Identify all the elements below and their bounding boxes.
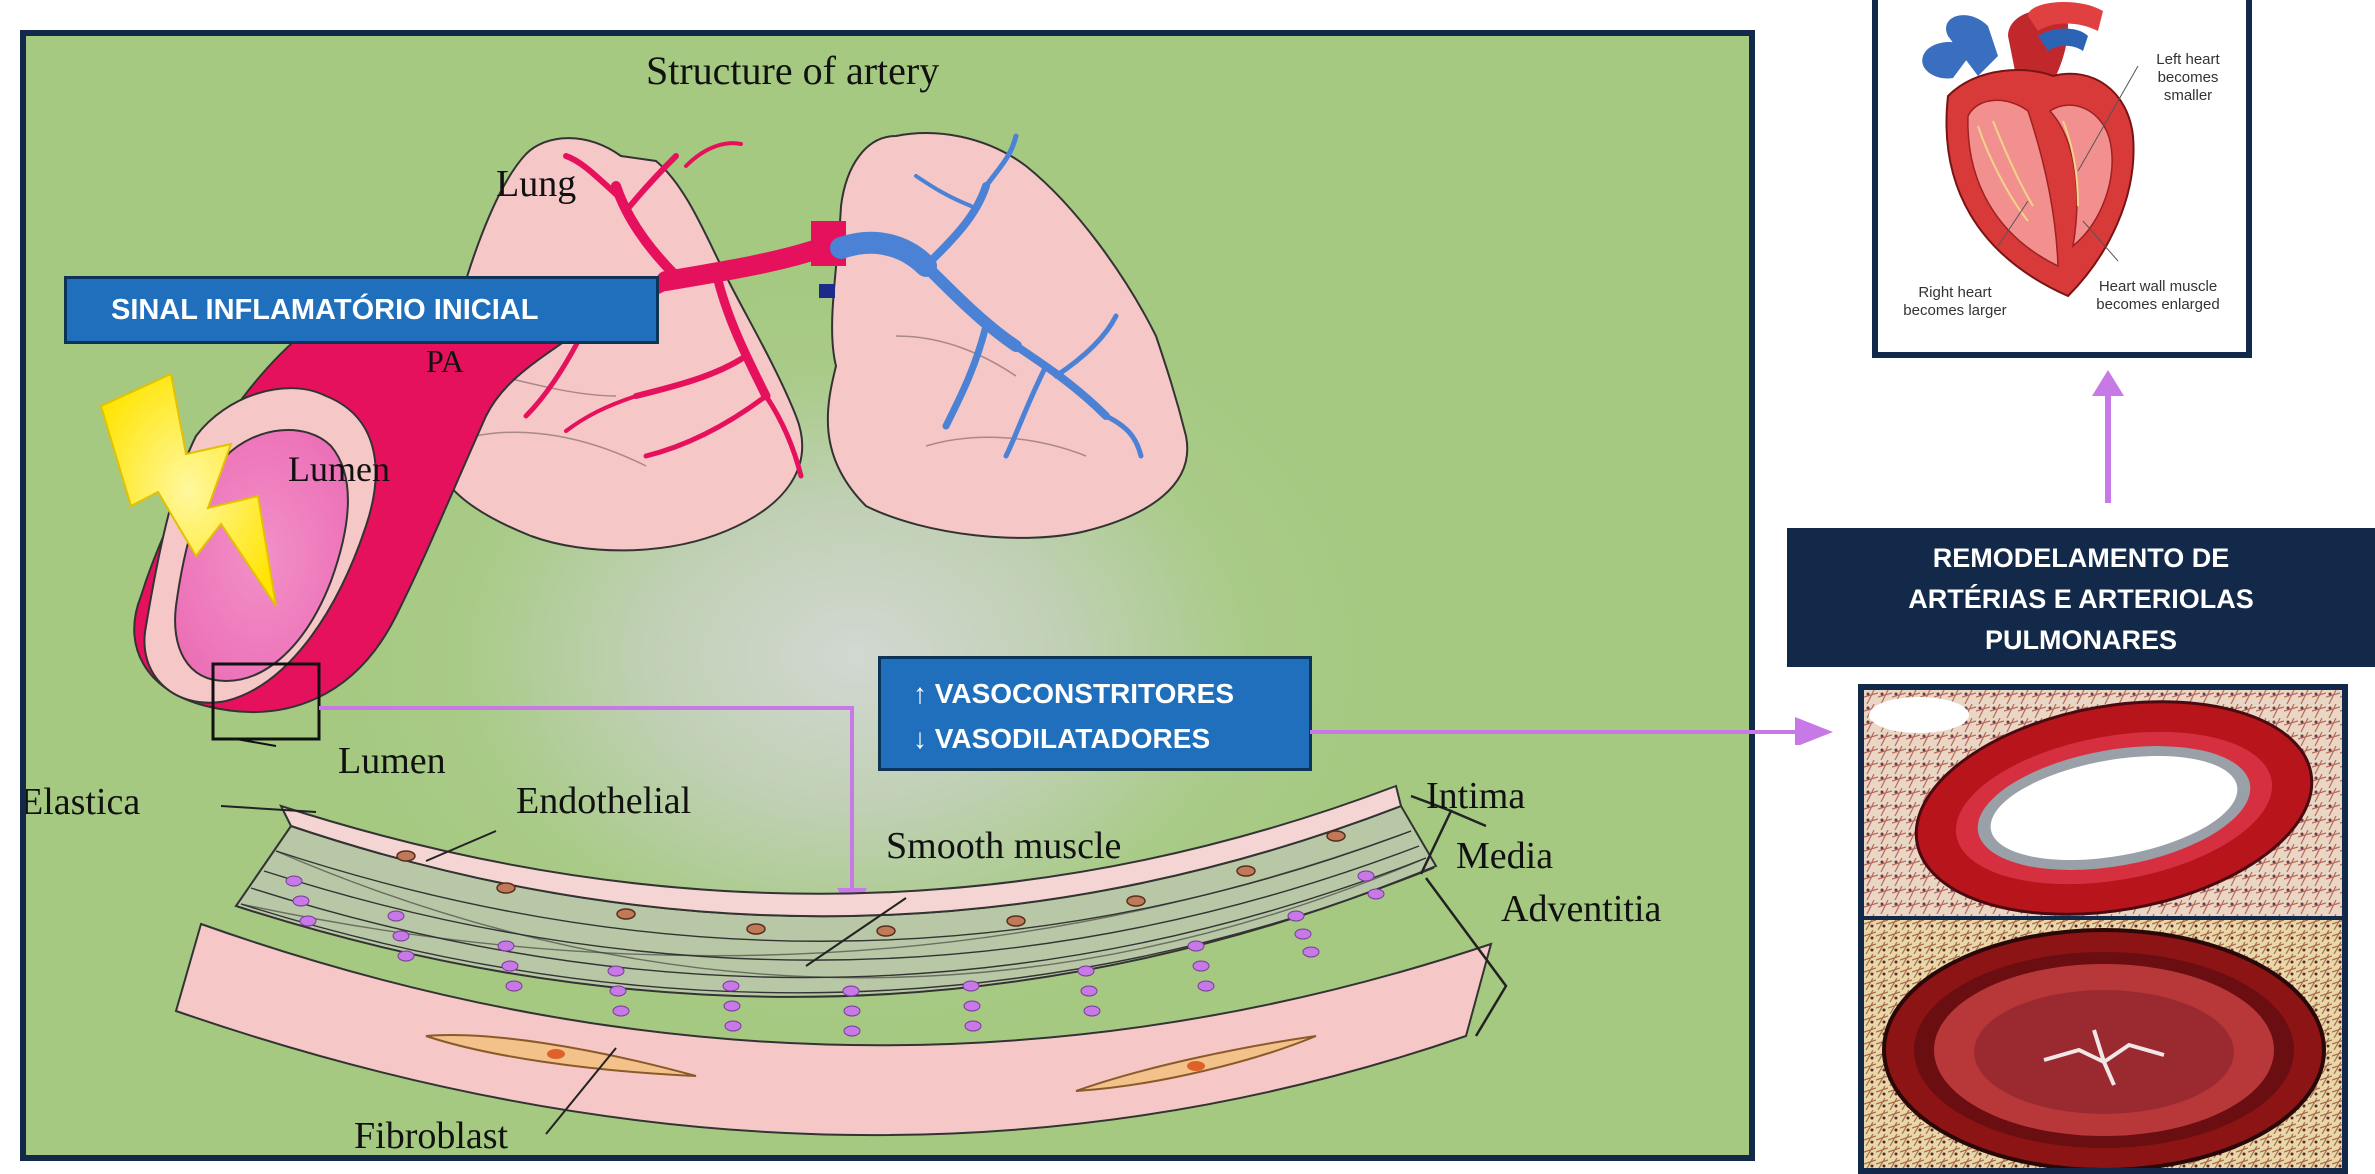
artery-wall-section — [176, 786, 1491, 1135]
remodel-line-3: PULMONARES — [1787, 620, 2375, 661]
right-heart-label: Right heart becomes larger — [1900, 284, 2010, 320]
endothelial-label: Endothelial — [516, 780, 691, 822]
artery-diagram: Structure of artery — [26, 36, 1749, 1155]
lumen-upper-label: Lumen — [288, 449, 390, 489]
artery-structure-panel: Structure of artery — [20, 30, 1755, 1161]
inflammatory-signal-text: SINAL INFLAMATÓRIO INICIAL — [111, 294, 538, 326]
fibroblast-label: Fibroblast — [354, 1115, 509, 1155]
lung-label: Lung — [496, 163, 576, 205]
inflammatory-signal-label: SINAL INFLAMATÓRIO INICIAL — [64, 276, 659, 344]
vasoconstrictors-text: ↑ VASOCONSTRITORES — [913, 671, 1309, 716]
heart-wall-label: Heart wall muscle becomes enlarged — [2088, 278, 2228, 314]
media-label: Media — [1456, 835, 1553, 877]
histology-drawing — [1864, 690, 2342, 1168]
smooth-muscle-label: Smooth muscle — [886, 825, 1121, 867]
vaso-to-histology-arrow — [1300, 705, 1840, 745]
adventitia-label: Adventitia — [1501, 888, 1662, 930]
diagram-title: Structure of artery — [646, 48, 939, 93]
heart-illustration: Left heart becomes smaller Right heart b… — [1872, 0, 2252, 358]
vasodilators-text: ↓ VASODILATADORES — [913, 716, 1309, 761]
left-heart-label: Left heart becomes smaller — [2133, 51, 2243, 105]
vasoactive-box: ↑ VASOCONSTRITORES ↓ VASODILATADORES — [878, 656, 1312, 771]
histology-images — [1858, 684, 2348, 1174]
intima-label: Intima — [1426, 775, 1525, 817]
lumen-lower-label: Lumen — [338, 740, 446, 782]
remodel-to-heart-arrow — [2088, 368, 2128, 506]
remodel-line-1: REMODELAMENTO DE — [1787, 538, 2375, 579]
remodeling-box: REMODELAMENTO DE ARTÉRIAS E ARTERIOLAS P… — [1787, 528, 2375, 667]
pa-label: PA — [426, 343, 464, 379]
remodel-line-2: ARTÉRIAS E ARTERIOLAS — [1787, 579, 2375, 620]
elastica-label: Elastica — [26, 781, 140, 823]
